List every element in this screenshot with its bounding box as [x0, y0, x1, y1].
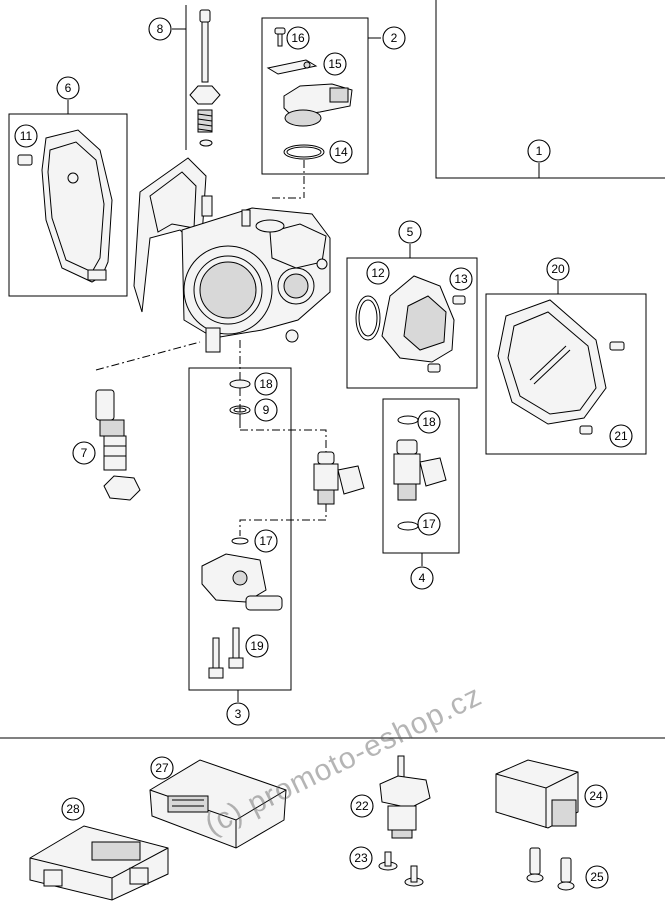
svg-text:18: 18	[259, 377, 273, 391]
bracket-11	[17, 129, 113, 283]
callout-23: 23	[349, 846, 373, 870]
svg-text:11: 11	[20, 129, 33, 143]
throttle-body	[133, 157, 331, 353]
callout-17-box4: 17	[417, 512, 441, 536]
svg-text:27: 27	[155, 761, 169, 775]
callout-3: 3	[226, 702, 250, 726]
svg-text:9: 9	[263, 403, 270, 417]
callout-19: 19	[245, 634, 269, 658]
svg-text:17: 17	[422, 517, 436, 531]
injector-holder-3	[201, 379, 365, 679]
sensor-cover-20	[497, 299, 625, 435]
svg-text:12: 12	[371, 266, 385, 280]
svg-text:4: 4	[419, 571, 426, 585]
air-sensor-7	[95, 389, 141, 501]
callout-13: 13	[449, 267, 473, 291]
callout-18: 18	[254, 372, 278, 396]
callout-14: 14	[329, 140, 353, 164]
sensor-24	[495, 759, 579, 829]
box-group-2	[261, 17, 369, 175]
svg-text:13: 13	[454, 272, 468, 286]
pressure-sensor-22	[379, 755, 431, 839]
svg-text:14: 14	[334, 145, 348, 159]
idle-screw-assembly-8	[185, 5, 221, 150]
svg-text:25: 25	[590, 870, 604, 884]
callout-28: 28	[61, 797, 85, 821]
svg-text:5: 5	[407, 225, 414, 239]
control-unit-28	[29, 825, 169, 901]
svg-text:22: 22	[355, 799, 369, 813]
svg-text:19: 19	[250, 639, 264, 653]
injector-4	[393, 415, 447, 531]
box-group-5	[346, 257, 478, 389]
callout-15: 15	[323, 52, 347, 76]
callout-21: 21	[609, 424, 633, 448]
callout-22: 22	[350, 794, 374, 818]
screws-25	[526, 847, 575, 891]
callout-12: 12	[366, 261, 390, 285]
callout-8: 8	[148, 17, 172, 41]
svg-text:7: 7	[81, 446, 88, 460]
sensor-assembly-2	[266, 27, 353, 160]
callout-2: 2	[382, 26, 406, 50]
callout-9: 9	[254, 398, 278, 422]
svg-text:17: 17	[259, 534, 273, 548]
callout-5: 5	[398, 220, 422, 244]
callout-17: 17	[254, 529, 278, 553]
callout-16: 16	[286, 26, 310, 50]
svg-text:16: 16	[291, 31, 305, 45]
screws-23	[378, 851, 424, 887]
svg-text:15: 15	[328, 57, 342, 71]
svg-text:18: 18	[422, 415, 436, 429]
svg-text:1: 1	[536, 144, 543, 158]
callout-11: 11	[14, 124, 38, 148]
svg-text:6: 6	[65, 81, 72, 95]
dash-body-7	[95, 341, 201, 371]
frame-assembly-1	[0, 0, 665, 739]
ecu-27	[149, 759, 287, 849]
svg-text:8: 8	[157, 22, 164, 36]
svg-text:28: 28	[66, 802, 80, 816]
callout-24: 24	[584, 784, 608, 808]
svg-text:3: 3	[235, 707, 242, 721]
callout-6: 6	[56, 76, 80, 100]
svg-text:24: 24	[589, 789, 603, 803]
callout-18-box4: 18	[417, 410, 441, 434]
svg-text:21: 21	[614, 429, 628, 443]
callout-4: 4	[410, 566, 434, 590]
box-group-4	[382, 398, 460, 554]
callout-27: 27	[150, 756, 174, 780]
map-sensor-5	[355, 275, 466, 373]
callout-7: 7	[72, 441, 96, 465]
box-group-20	[485, 293, 647, 455]
callout-20: 20	[546, 257, 570, 281]
svg-text:2: 2	[391, 31, 398, 45]
svg-text:20: 20	[551, 262, 565, 276]
svg-text:23: 23	[354, 851, 368, 865]
callout-1: 1	[527, 139, 551, 163]
callout-25: 25	[585, 865, 609, 889]
